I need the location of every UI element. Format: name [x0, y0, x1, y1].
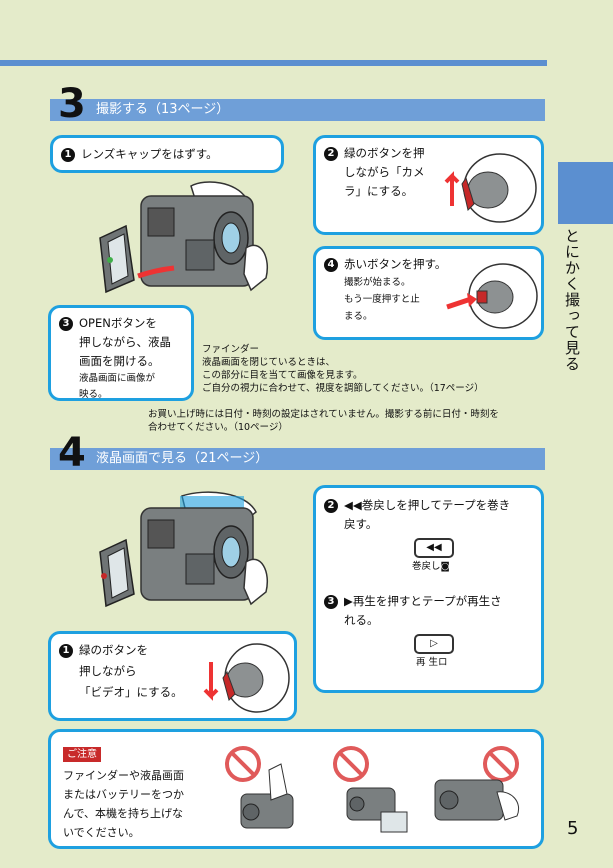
section-4-title: 液晶画面で見る（21ページ） — [96, 451, 269, 466]
step-text-line: ▶再生を押すとテープが再生さ — [344, 594, 502, 608]
section-4-number: 4 — [58, 430, 86, 476]
step-number: 4 — [324, 258, 338, 272]
section-3-header — [50, 99, 545, 121]
step-number: 2 — [324, 499, 338, 513]
video-mode-step-box: 1 緑のボタンを 押しながら 「ビデオ」にする。 — [48, 631, 297, 721]
caution-box: ご注意 ファインダーや液晶画面 またはバッテリーをつか んで、本機を持ち上げな … — [48, 729, 544, 849]
caution-line: またはバッテリーをつか — [63, 788, 184, 801]
step-subtext: まる。 — [344, 311, 373, 322]
step-1-box: 1 レンズキャップをはずす。 — [50, 135, 284, 173]
page-number: 5 — [567, 818, 579, 839]
date-notice: お買い上げ時には日付・時刻の設定はされていません。撮影する前に日付・時刻を 合わ… — [148, 408, 499, 434]
section-4-header — [50, 448, 545, 470]
playback-steps-box: 2 ◀◀巻戻しを押してテープを巻き 戻す。 ◀◀ 巻戻し◙ 3 ▶再生を押すとテープ… — [313, 485, 544, 693]
step-text-line: 押しながら — [79, 664, 137, 678]
step-number: 1 — [59, 644, 73, 658]
mode-dial-camera-illustration — [444, 153, 537, 223]
step-number: 3 — [59, 317, 73, 331]
caution-line: んで、本機を持ち上げな — [63, 807, 184, 820]
step-4-box: 4 赤いボタンを押す。 撮影が始まる。 もう一度押すと止 まる。 — [313, 246, 544, 340]
step-text-line: 緑のボタンを — [79, 643, 148, 657]
finder-line: 液晶画面を閉じているときは、 — [202, 357, 336, 368]
finder-line: ご自分の視力に合わせて、視度を調節してください。（17ページ） — [202, 383, 484, 394]
step-text-line: 緑のボタンを押 — [344, 146, 425, 160]
step-subtext: 液晶画面に画像が — [79, 373, 156, 384]
mode-dial-video-illustration — [203, 643, 290, 713]
step-text: レンズキャップをはずす。 — [81, 147, 218, 161]
step-subtext: もう一度押すと止 — [344, 294, 420, 305]
step-text-line: OPENボタンを — [79, 316, 157, 330]
chapter-tab — [558, 162, 613, 224]
record-button-illustration — [446, 263, 538, 329]
step-subtext: 撮影が始まる。 — [344, 277, 411, 288]
step-number: 3 — [324, 595, 338, 609]
step-text-line: れる。 — [344, 613, 379, 627]
chapter-tab-label: とにかく撮って見る — [563, 228, 581, 372]
rewind-key-icon: ◀◀ — [414, 538, 454, 558]
rewind-key-label: 巻戻し◙ — [412, 561, 450, 572]
step-text-line: しながら「カメ — [344, 165, 425, 179]
top-rule — [0, 60, 547, 66]
play-key-label: 再 生ロ — [416, 657, 448, 668]
step-text-line: 押しながら、液晶 — [79, 335, 171, 349]
camcorder-playback-illustration — [99, 491, 268, 608]
finder-title: ファインダー — [202, 344, 260, 355]
caution-line: いでください。 — [63, 826, 140, 839]
step-text-line: 画面を開ける。 — [79, 354, 160, 368]
step-number: 1 — [61, 148, 75, 162]
step-2-box: 2 緑のボタンを押 しながら「カメ ラ」にする。 — [313, 135, 544, 235]
finder-note: ファインダー 液晶画面を閉じているときは、 この部分に目を当てて画像を見ます。 … — [202, 343, 484, 395]
finder-line: この部分に目を当てて画像を見ます。 — [202, 370, 363, 381]
step-text-line: 赤いボタンを押す。 — [344, 257, 447, 271]
section-3-title: 撮影する（13ページ） — [96, 102, 230, 117]
step-text-line: ラ」にする。 — [344, 184, 414, 198]
section-3-number: 3 — [58, 81, 86, 127]
prohibited-icon — [333, 746, 369, 782]
step-number: 2 — [324, 147, 338, 161]
caution-line: ファインダーや液晶画面 — [63, 769, 184, 782]
step-text-line: ◀◀巻戻しを押してテープを巻き — [344, 498, 511, 512]
camcorder-open-lcd-illustration — [99, 181, 268, 294]
prohibited-icon — [483, 746, 519, 782]
step-subtext: 映る。 — [79, 389, 108, 400]
step-text-line: 戻す。 — [344, 517, 378, 531]
notice-line: 合わせてください。（10ページ） — [148, 422, 288, 433]
play-key-icon: ▷ — [414, 634, 454, 654]
step-text-line: 「ビデオ」にする。 — [79, 685, 183, 699]
step-3-box: 3 OPENボタンを 押しながら、液晶 画面を開ける。 液晶画面に画像が 映る。 — [48, 305, 194, 401]
notice-line: お買い上げ時には日付・時刻の設定はされていません。撮影する前に日付・時刻を — [148, 409, 499, 420]
do-not-lift-illustrations — [225, 746, 519, 833]
caution-label: ご注意 — [63, 747, 101, 762]
prohibited-icon — [225, 746, 261, 782]
